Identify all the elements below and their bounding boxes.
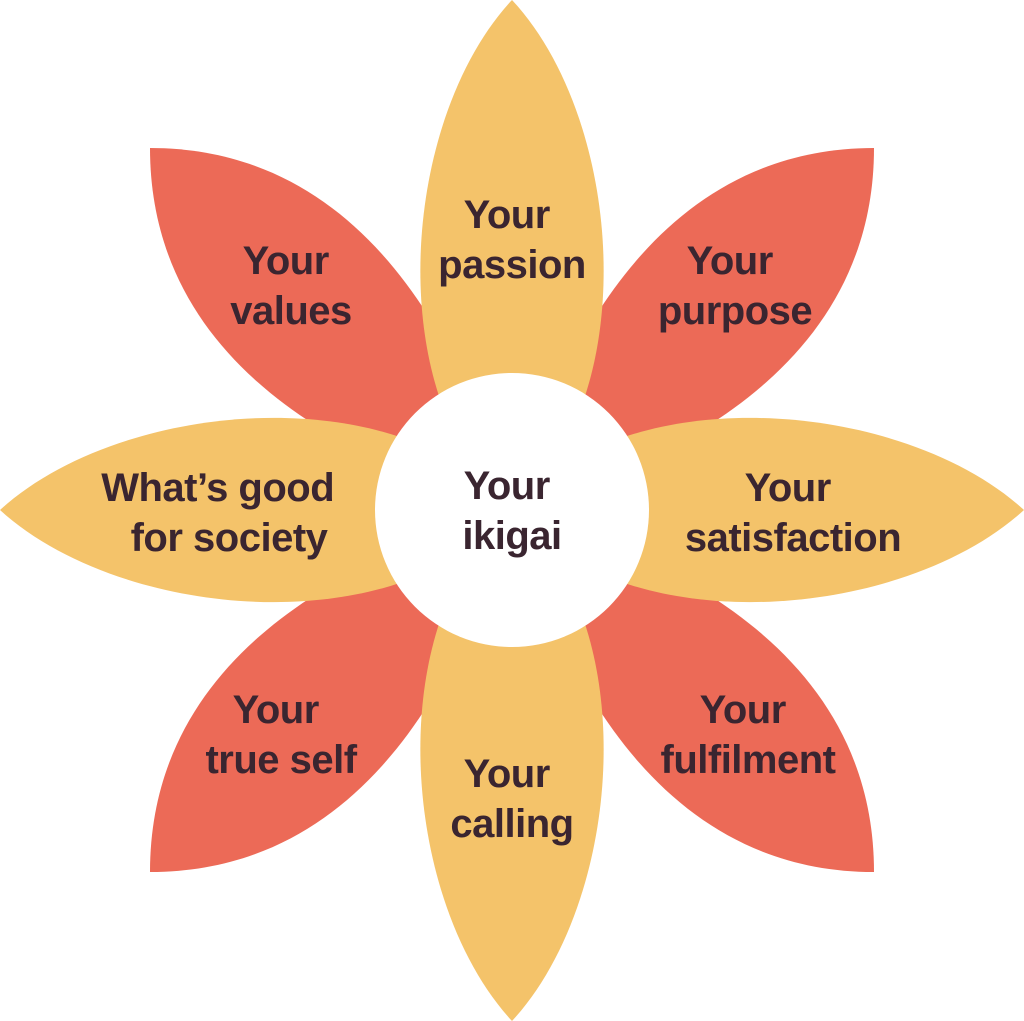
petal-bottom-line1: Your (464, 752, 550, 796)
petal-left-line1: What’s good (101, 466, 334, 510)
petal-top-left-line2: values (230, 289, 352, 333)
center-line1: Your (464, 464, 550, 508)
petal-bottom-label: Your calling (450, 752, 573, 846)
petal-right-label: Your satisfaction (685, 466, 901, 560)
petal-top-left-label: Your values (230, 239, 352, 333)
petal-right-line1: Your (745, 466, 831, 510)
petal-left-line2: for society (131, 516, 329, 560)
petal-bottom-right-line2: fulfilment (661, 738, 836, 782)
petal-bottom-left-line1: Your (233, 688, 319, 732)
center-line2: ikigai (462, 514, 561, 558)
petal-top-right-line2: purpose (658, 289, 812, 333)
petal-top-line1: Your (464, 193, 550, 237)
petal-bottom-left-label: Your true self (205, 688, 357, 782)
petal-top-line2: passion (438, 243, 586, 287)
petal-bottom-line2: calling (450, 802, 573, 846)
petal-bottom-left-line2: true self (205, 738, 357, 782)
petal-top-label: Your passion (438, 193, 586, 287)
petal-right-line2: satisfaction (685, 516, 901, 560)
petal-top-right-line1: Your (687, 239, 773, 283)
petal-left-label: What’s good for society (101, 466, 345, 560)
center-label: Your ikigai (462, 464, 561, 558)
petal-top-left-line1: Your (243, 239, 329, 283)
petal-top-right-label: Your purpose (658, 239, 812, 333)
center-circle (375, 373, 649, 647)
petal-bottom-right-line1: Your (700, 688, 786, 732)
petal-bottom-right-label: Your fulfilment (661, 688, 836, 782)
